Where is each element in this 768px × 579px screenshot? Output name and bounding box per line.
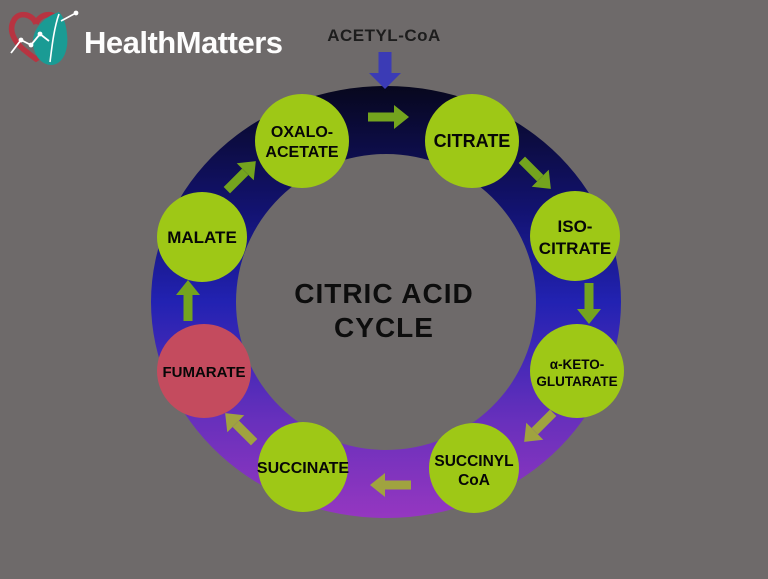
- arrow-head: [236, 161, 256, 181]
- node-succinate-circle: [258, 422, 348, 512]
- node-succinate-label: SUCCINATE: [257, 460, 349, 477]
- arrow-head: [577, 309, 601, 324]
- node-oxaloacetate: OXALO- ACETATE: [255, 94, 349, 188]
- node-citrate-circle: [425, 94, 519, 188]
- cycle-title-line1: CITRIC ACID: [294, 278, 474, 309]
- arrow-shaft: [531, 409, 557, 435]
- leaf-vein: [49, 13, 60, 63]
- node-alpha-ketoglutarate: α-KETO- GLUTARATE: [530, 324, 624, 418]
- leaf-stem-dot: [73, 10, 79, 16]
- leaf-stem: [60, 13, 75, 22]
- node-malate-label: MALATE: [167, 228, 237, 247]
- node-succinyl-coa: SUCCINYL CoA: [429, 423, 519, 513]
- node-malate: MALATE: [157, 192, 247, 282]
- arrow-head: [370, 473, 385, 497]
- arrow-isocitrate-to-ketoglutarate: [577, 283, 601, 324]
- arrow-shaft: [232, 420, 258, 446]
- sparkline-dot-2: [28, 42, 34, 48]
- arrow-shaft: [385, 480, 411, 490]
- node-succinyl-coa-circle: [429, 423, 519, 513]
- sparkline-dot-1: [18, 37, 24, 43]
- node-oxaloacetate-circle: [255, 94, 349, 188]
- arrow-ketoglutarate-to-succinylcoa: [524, 409, 557, 442]
- leaf-icon: [32, 12, 68, 65]
- node-isocitrate-label-1: ISO-: [558, 217, 593, 236]
- arrow-shaft: [223, 168, 249, 194]
- arrow-head: [524, 422, 544, 442]
- arrow-oxaloacetate-to-citrate: [368, 105, 409, 129]
- arrow-citrate-to-isocitrate: [518, 156, 551, 189]
- node-citrate-label: CITRATE: [434, 131, 511, 151]
- acetylcoa-arrow-head: [369, 73, 401, 89]
- arrow-shaft: [368, 112, 394, 122]
- arrow-succinate-to-fumarate: [225, 413, 258, 446]
- node-alpha-ketoglutarate-label-1: α-KETO-: [550, 357, 605, 372]
- node-oxaloacetate-label-2: ACETATE: [265, 144, 339, 161]
- logo: HealthMatters: [8, 10, 283, 65]
- sparkline-dot-3: [37, 31, 43, 37]
- arrow-head: [394, 105, 409, 129]
- arrow-head: [531, 169, 551, 189]
- arrow-shaft: [183, 295, 193, 321]
- node-oxaloacetate-label-1: OXALO-: [271, 124, 333, 141]
- cycle-ring: [151, 86, 621, 518]
- acetylcoa-input-arrow: [369, 52, 401, 89]
- node-succinyl-coa-label-1: SUCCINYL: [434, 453, 513, 470]
- arrow-shaft: [584, 283, 594, 309]
- node-alpha-ketoglutarate-circle: [530, 324, 624, 418]
- node-isocitrate-label-2: CITRATE: [539, 239, 611, 258]
- node-succinyl-coa-label-2: CoA: [458, 472, 490, 489]
- arrow-malate-to-oxaloacetate: [223, 161, 256, 194]
- arrow-fumarate-to-malate: [176, 280, 200, 321]
- acetylcoa-label: ACETYL-CoA: [327, 26, 441, 45]
- node-fumarate-label: FUMARATE: [162, 364, 245, 381]
- node-fumarate-circle: [157, 324, 251, 418]
- arrow-succinylcoa-to-succinate: [370, 473, 411, 497]
- node-succinate: SUCCINATE: [257, 422, 349, 512]
- arrow-shaft: [518, 156, 544, 182]
- node-citrate: CITRATE: [425, 94, 519, 188]
- brand-name: HealthMatters: [84, 25, 283, 60]
- arrow-head: [225, 413, 245, 433]
- node-fumarate: FUMARATE: [157, 324, 251, 418]
- arrow-head: [176, 280, 200, 295]
- node-isocitrate: ISO- CITRATE: [530, 191, 620, 281]
- acetylcoa-arrow-shaft: [378, 52, 392, 73]
- node-alpha-ketoglutarate-label-2: GLUTARATE: [536, 374, 617, 389]
- node-isocitrate-circle: [530, 191, 620, 281]
- cycle-title-line2: CYCLE: [334, 312, 434, 343]
- node-malate-circle: [157, 192, 247, 282]
